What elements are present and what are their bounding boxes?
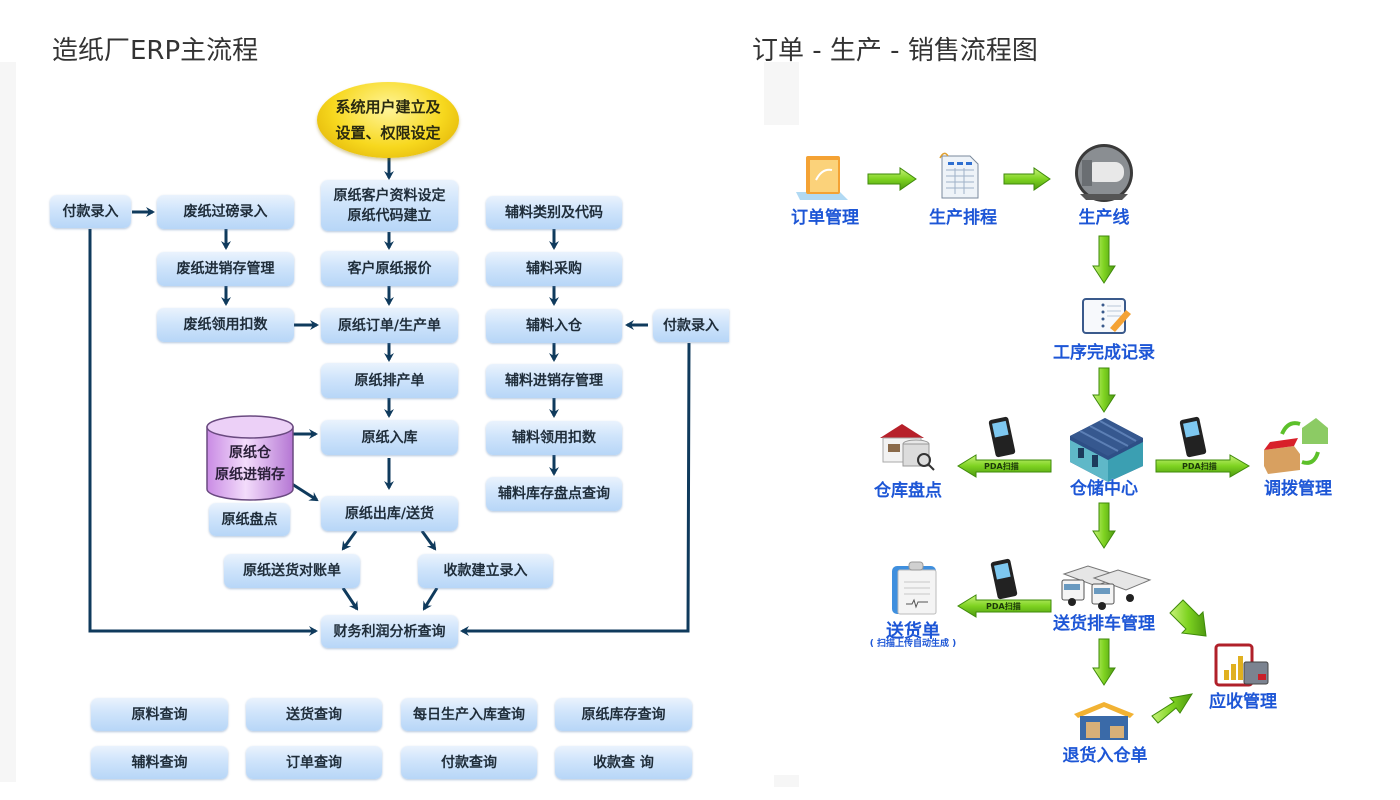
delivery-trucks-icon xyxy=(1061,565,1152,610)
arrow-stockout-to-receipt xyxy=(420,530,437,551)
waste-usage-box[interactable]: 废纸领用扣数 xyxy=(157,308,294,342)
pda-label-delivery: PDA扫描 xyxy=(986,601,1021,611)
waste-weighing-box[interactable]: 废纸过磅录入 xyxy=(157,195,294,229)
paper-stock-out-box[interactable]: 原纸出库/送货 xyxy=(321,496,458,531)
right-margin-strip xyxy=(764,62,799,125)
pda-device-icon-left xyxy=(988,416,1016,458)
transfer-recycle-icon xyxy=(1264,418,1328,474)
finance-profit-query-box[interactable]: 财务利润分析查询 xyxy=(321,615,458,648)
payment-entry-left-box[interactable]: 付款录入 xyxy=(50,195,131,228)
receipt-entry-box[interactable]: 收款建立录入 xyxy=(418,554,553,588)
query-aux-material-button[interactable]: 辅料查询 xyxy=(91,746,228,779)
pda-device-icon-right xyxy=(1179,416,1207,458)
query-payment-button[interactable]: 付款查询 xyxy=(401,746,537,779)
node-warehouse-center[interactable]: 仓储中心 xyxy=(1070,479,1138,499)
node-delivery-dispatch[interactable]: 送货排车管理 xyxy=(1053,614,1155,634)
delivery-note-subtitle: ( 扫描上传自动生成 ) xyxy=(869,639,957,649)
schedule-sheet-icon xyxy=(939,152,979,199)
pda-device-icon-delivery xyxy=(990,558,1018,600)
customer-code-setup-box[interactable]: 原纸客户资料设定 原纸代码建立 xyxy=(321,180,458,231)
return-warehouse-icon xyxy=(1074,702,1134,740)
system-setup-start[interactable]: 系统用户建立及 设置、权限设定 xyxy=(317,82,459,158)
pda-label-transfer: PDA扫描 xyxy=(1182,461,1217,471)
green-arrow-line-to-process xyxy=(1092,235,1116,284)
node-transfer-management[interactable]: 调拨管理 xyxy=(1264,479,1332,499)
arrow-stockout-to-statement xyxy=(341,530,358,551)
pda-arrow-to-delivery-note xyxy=(957,594,1052,618)
node-order-management[interactable]: 订单管理 xyxy=(791,208,859,228)
order-flow-title: 订单 - 生产 - 销售流程图 xyxy=(752,36,1038,66)
green-arrow-process-to-warehouse xyxy=(1092,367,1116,413)
notebook-pencil-icon xyxy=(1082,298,1131,334)
paper-stock-in-box[interactable]: 原纸入库 xyxy=(321,420,458,455)
arrow-statement-to-finance xyxy=(341,587,359,611)
chart-calculator-icon xyxy=(1214,643,1269,687)
clipboard-document-icon xyxy=(892,561,937,615)
green-arrow-order-to-schedule xyxy=(867,167,917,191)
erp-flow-title: 造纸厂ERP主流程 xyxy=(52,36,259,66)
bottom-margin-strip xyxy=(774,775,799,787)
node-warehouse-stocktake[interactable]: 仓库盘点 xyxy=(874,481,942,501)
query-paper-stock-button[interactable]: 原纸库存查询 xyxy=(555,698,692,731)
node-delivery-note[interactable]: 送货单 xyxy=(886,621,940,642)
customer-quote-box[interactable]: 客户原纸报价 xyxy=(321,251,458,286)
node-production-scheduling[interactable]: 生产排程 xyxy=(929,208,997,228)
green-arrow-return-to-receivable xyxy=(1151,693,1194,724)
aux-usage-box[interactable]: 辅料领用扣数 xyxy=(486,421,622,455)
query-receipt-button[interactable]: 收款查 询 xyxy=(555,746,692,779)
green-arrow-warehouse-to-dispatch xyxy=(1092,502,1116,549)
delivery-statement-box[interactable]: 原纸送货对账单 xyxy=(224,554,360,588)
left-margin-strip xyxy=(0,62,16,782)
production-schedule-box[interactable]: 原纸排产单 xyxy=(321,363,458,398)
aux-category-box[interactable]: 辅料类别及代码 xyxy=(486,196,622,229)
query-delivery-button[interactable]: 送货查询 xyxy=(246,698,382,731)
paper-stocktake-box[interactable]: 原纸盘点 xyxy=(209,503,290,536)
query-daily-production-button[interactable]: 每日生产入库查询 xyxy=(401,698,537,731)
house-database-icon xyxy=(880,424,935,471)
waste-inventory-box[interactable]: 废纸进销存管理 xyxy=(157,252,294,286)
query-order-button[interactable]: 订单查询 xyxy=(246,746,382,779)
aux-stocktake-query-box[interactable]: 辅料库存盘点查询 xyxy=(486,477,622,511)
warehouse-building-icon xyxy=(1070,418,1143,482)
pda-arrow-to-transfer xyxy=(1155,454,1250,478)
node-production-line[interactable]: 生产线 xyxy=(1078,208,1130,228)
green-arrow-schedule-to-line xyxy=(1003,167,1051,191)
folder-icon xyxy=(796,156,848,200)
query-raw-material-button[interactable]: 原料查询 xyxy=(91,698,228,731)
green-arrow-dispatch-to-receivable xyxy=(1169,599,1207,637)
aux-inventory-box[interactable]: 辅料进销存管理 xyxy=(486,364,622,398)
production-line-icon xyxy=(1075,144,1133,202)
node-process-record[interactable]: 工序完成记录 xyxy=(1053,343,1155,363)
pda-arrow-to-stocktake xyxy=(957,454,1052,478)
aux-stock-in-box[interactable]: 辅料入仓 xyxy=(486,309,622,343)
paper-order-box[interactable]: 原纸订单/生产单 xyxy=(321,308,458,343)
paper-warehouse-cylinder[interactable]: 原纸仓 原纸进销存 xyxy=(215,445,285,483)
node-return-stock-in[interactable]: 退货入仓单 xyxy=(1062,746,1148,766)
arrow-receipt-to-finance xyxy=(422,587,439,611)
green-arrow-dispatch-to-return xyxy=(1092,638,1116,686)
node-receivable-management[interactable]: 应收管理 xyxy=(1209,692,1277,712)
arrow-cyl-to-stockout xyxy=(291,482,319,502)
payment-entry-right-box[interactable]: 付款录入 xyxy=(653,309,729,342)
pda-label-stocktake: PDA扫描 xyxy=(984,461,1019,471)
aux-purchase-box[interactable]: 辅料采购 xyxy=(486,252,622,286)
